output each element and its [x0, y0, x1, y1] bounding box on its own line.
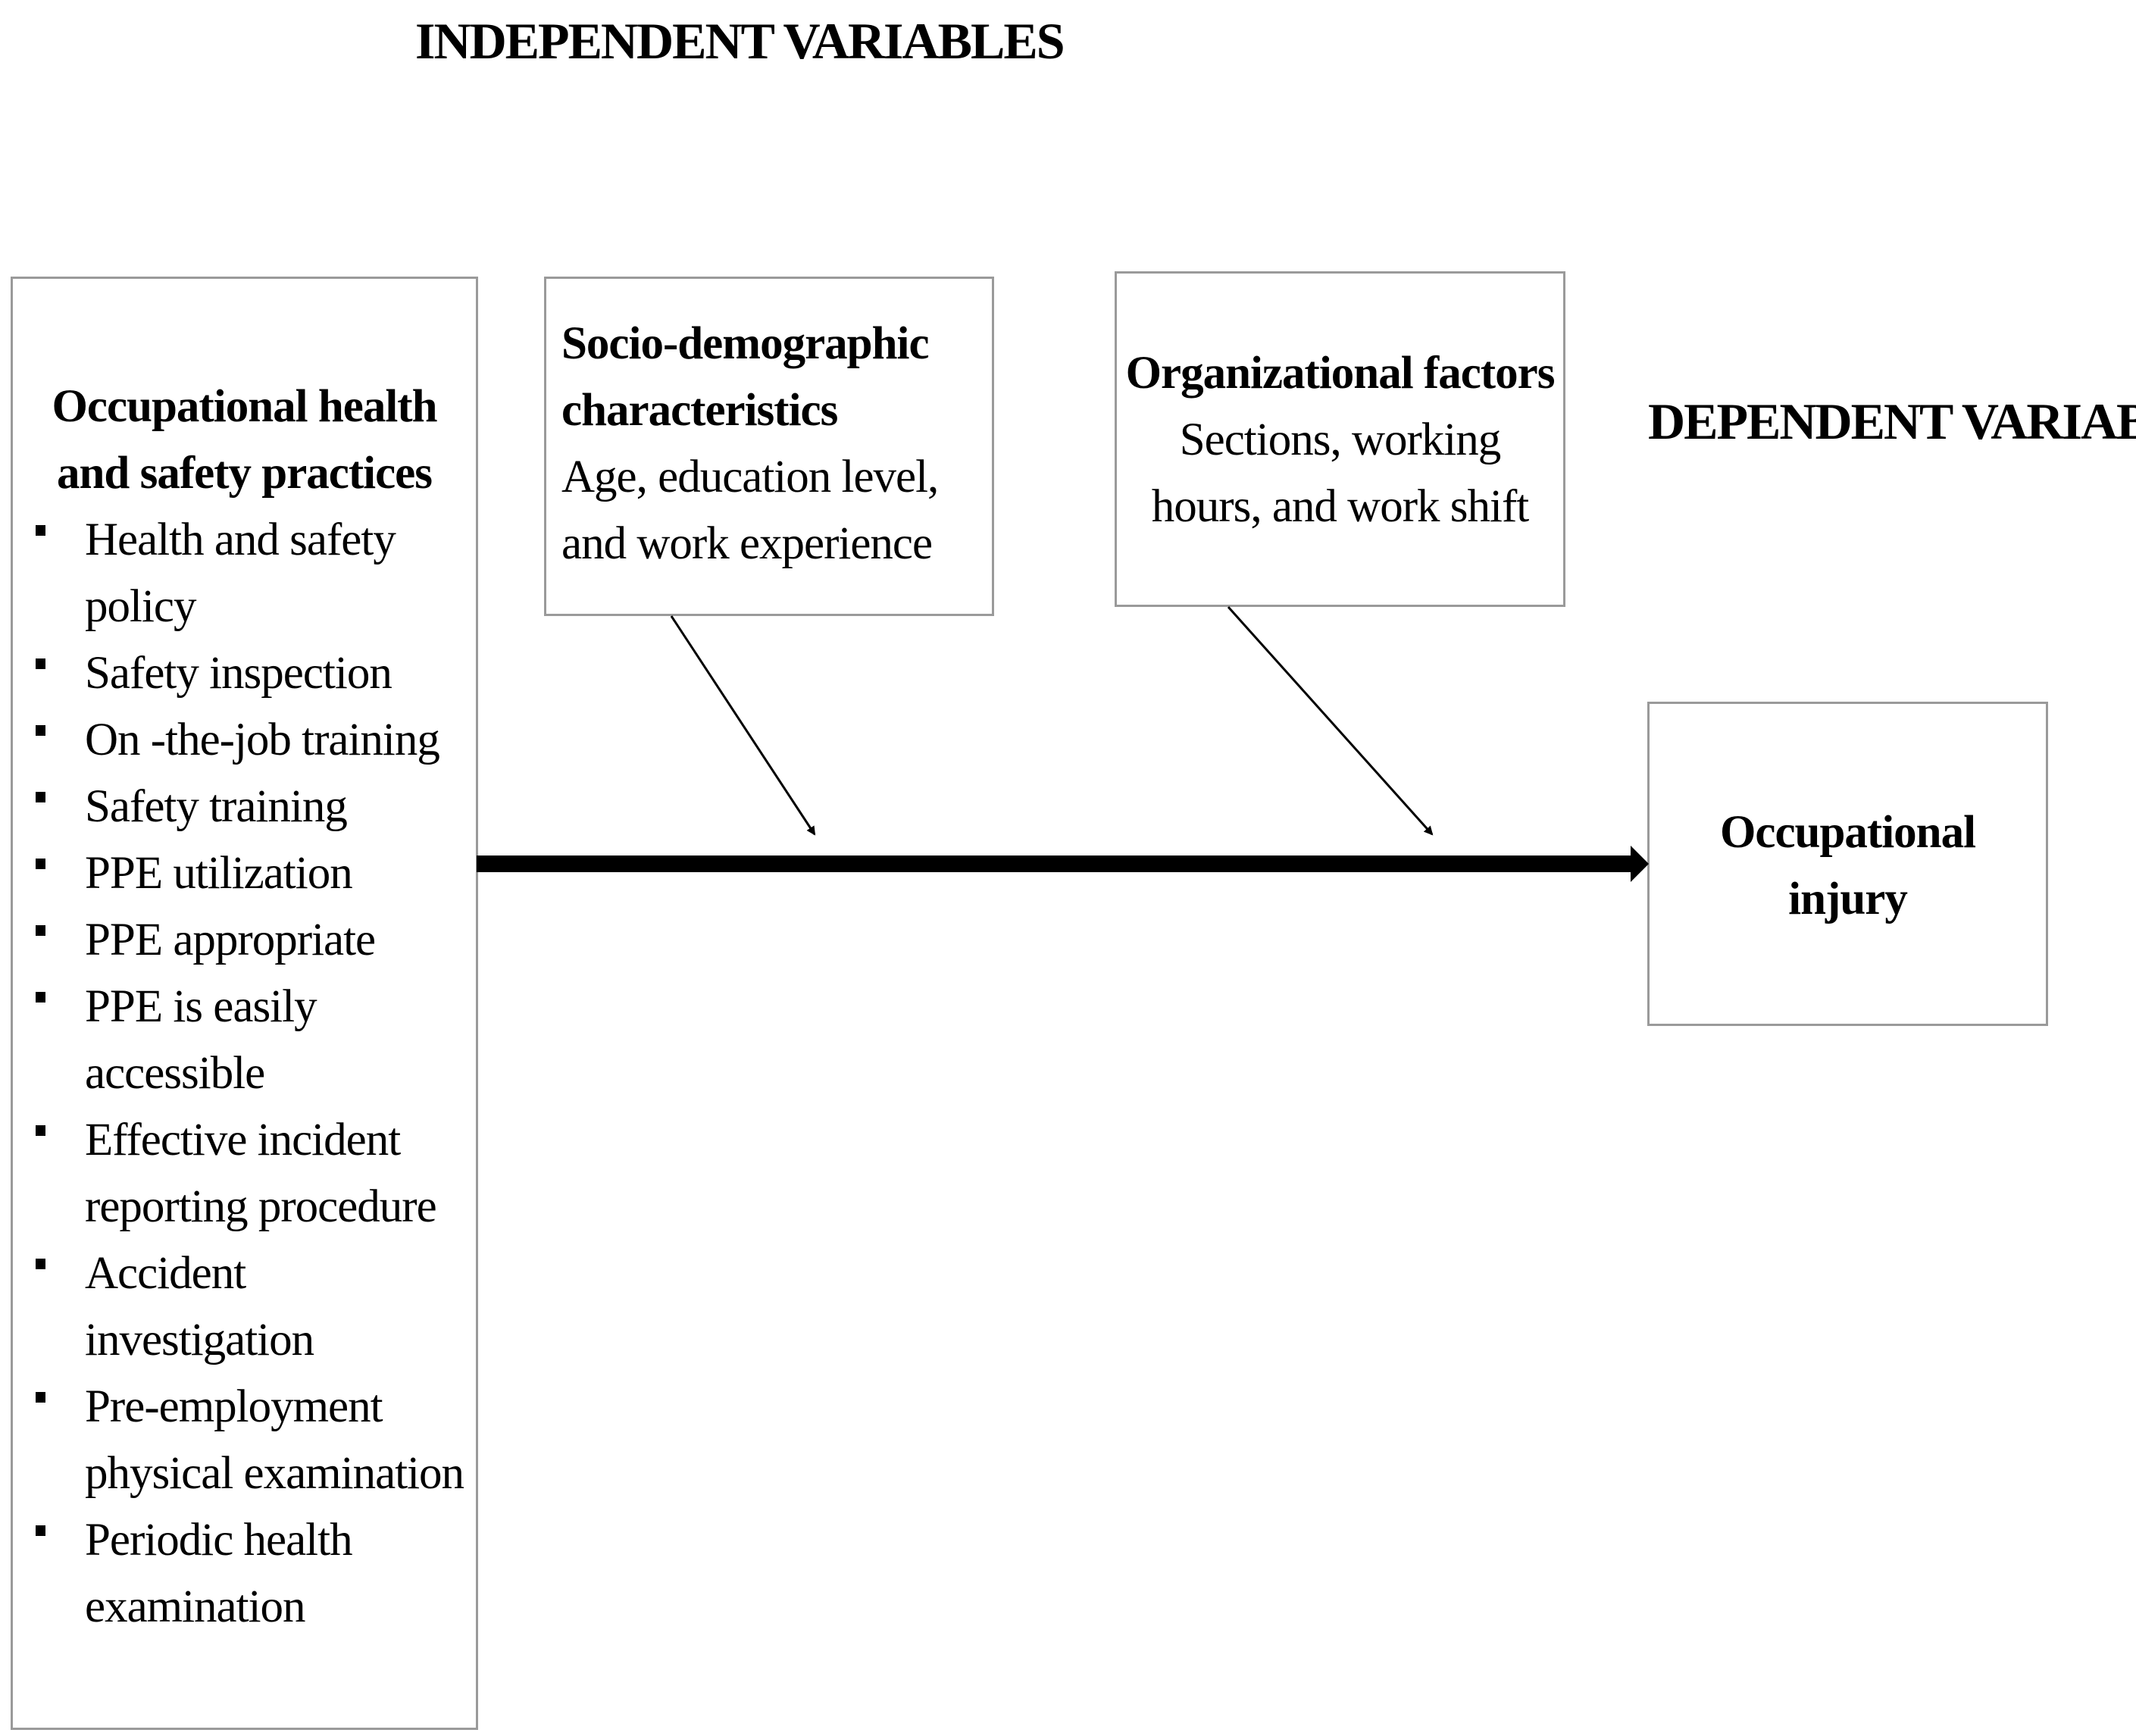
occupational-injury-title: Occupational injury	[1719, 807, 1976, 924]
list-item: On -the-job training	[13, 707, 475, 774]
ohs-practices-title: Occupational health and safety practices	[52, 381, 437, 499]
list-item: Accident investigation	[13, 1240, 475, 1374]
bullet-icon	[36, 1392, 45, 1403]
list-item: Safety inspection	[13, 640, 475, 707]
organizational-factors-title: Organizational factors	[1125, 348, 1556, 399]
ohs-practices-box: Occupational health and safety practices…	[11, 277, 478, 1730]
list-item: Health and safety policy	[13, 507, 475, 640]
ohs-practices-list: Health and safety policy Safety inspecti…	[13, 507, 475, 1641]
org-moderator-arrow	[1227, 605, 1434, 836]
list-item: Safety training	[13, 774, 475, 840]
bullet-icon	[36, 992, 45, 1003]
socio-demographic-box: Socio-demographic characteristics Age, e…	[544, 277, 994, 616]
bullet-icon	[36, 1525, 45, 1536]
list-item: PPE utilization	[13, 840, 475, 907]
list-item: Effective incident reporting procedure	[13, 1107, 475, 1240]
bullet-icon	[36, 1259, 45, 1269]
organizational-factors-description: Sections, working hours, and work shift	[1151, 414, 1529, 532]
bullet-icon	[36, 658, 45, 669]
bullet-icon	[36, 525, 45, 536]
socio-demographic-title: Socio-demographic characteristics	[561, 318, 930, 436]
bullet-icon	[36, 792, 45, 802]
list-item: Pre-employment physical examination	[13, 1374, 475, 1507]
list-item: PPE appropriate	[13, 907, 475, 974]
list-item: Periodic health examination	[13, 1507, 475, 1641]
independent-variables-heading: INDEPENDENT VARIABLES	[415, 12, 1065, 70]
bullet-icon	[36, 1125, 45, 1136]
list-item: PPE is easily accessible	[13, 974, 475, 1107]
dependent-variable-heading: DEPENDENT VARIABLE	[1648, 393, 2136, 450]
bullet-icon	[36, 859, 45, 869]
bullet-icon	[36, 925, 45, 936]
socio-moderator-arrow	[670, 615, 816, 836]
organizational-factors-box: Organizational factors Sections, working…	[1115, 271, 1565, 607]
main-arrow	[477, 846, 1649, 882]
bullet-icon	[36, 725, 45, 736]
socio-demographic-description: Age, education level, and work experienc…	[561, 452, 939, 569]
